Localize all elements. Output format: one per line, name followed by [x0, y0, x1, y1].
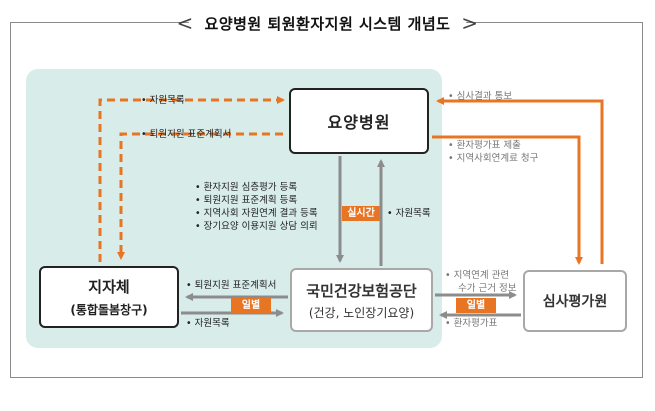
node-hira-label: 심사평가원 — [542, 294, 608, 310]
label-local-to-nhis: • 자원목록 — [186, 318, 230, 329]
label-resource-list-top: • 자원목록 — [141, 95, 185, 106]
label-discharge-plan-top: • 퇴원지원 표준계획서 — [141, 129, 232, 140]
node-local-government-sublabel: (통합돌봄창구) — [70, 303, 148, 317]
label-hospital-to-nhis-item: • 퇴원지원 표준계획 등록 — [195, 195, 298, 206]
label-nhis-to-hira-1: • 지역연계 관련 — [445, 270, 510, 281]
label-hira-to-nhis: • 환자평가표 — [445, 318, 498, 329]
node-nhis-sublabel: (건강, 노인장기요양) — [308, 305, 415, 320]
diagram-title: < 요양병원 퇴원환자지원 시스템 개념도 > — [177, 11, 478, 35]
realtime-badge: 실시간 — [342, 206, 380, 221]
title-bar: < 요양병원 퇴원환자지원 시스템 개념도 > — [0, 9, 655, 37]
node-nhis: 국민건강보험공단 (건강, 노인장기요양) — [290, 268, 433, 332]
label-hospital-to-hira-item: • 지역사회연계료 청구 — [448, 153, 539, 164]
label-hospital-to-hira-list: • 환자평가표 제출 • 지역사회연계료 청구 — [448, 139, 538, 165]
node-local-government: 지자체 (통합돌봄창구) — [39, 266, 179, 328]
node-nhis-label: 국민건강보험공단 — [306, 281, 417, 300]
diagram-title-text: 요양병원 퇴원환자지원 시스템 개념도 — [204, 14, 451, 33]
arrow-hospital-to-hira — [432, 135, 583, 265]
node-local-government-label: 지자체 — [88, 278, 130, 296]
label-nhis-to-hospital: • 자원목록 — [387, 208, 431, 219]
label-hira-to-hospital: • 심사결과 통보 — [448, 91, 513, 102]
label-hospital-to-nhis-item: • 지역사회 자원연계 결과 등록 — [195, 208, 318, 219]
label-hospital-to-hira-item: • 환자평가표 제출 — [448, 140, 521, 151]
label-nhis-to-local: • 퇴원지원 표준계획서 — [186, 280, 277, 291]
arrow-resource-list-to-hospital — [98, 96, 285, 262]
batch-badge-left: 일별 — [231, 298, 271, 313]
title-right-chevron: > — [461, 10, 479, 35]
label-hospital-to-nhis-list: • 환자지원 심층평가 등록 • 퇴원지원 표준계획 등록 • 지역사회 자원연… — [195, 181, 318, 233]
label-nhis-to-hira-2: 수가 근거 정보 — [458, 283, 517, 294]
title-left-chevron: < — [176, 10, 194, 35]
arrow-hira-to-hospital — [436, 97, 604, 264]
label-hospital-to-nhis-item: • 장기요양 이용지원 상담 의뢰 — [195, 221, 318, 232]
node-nursing-hospital: 요양병원 — [289, 88, 429, 154]
node-nursing-hospital-label: 요양병원 — [327, 113, 391, 132]
arrow-discharge-plan-to-local — [117, 132, 283, 260]
label-hospital-to-nhis-item: • 환자지원 심층평가 등록 — [195, 182, 298, 193]
node-hira: 심사평가원 — [523, 270, 627, 332]
batch-badge-right: 일별 — [456, 298, 496, 313]
